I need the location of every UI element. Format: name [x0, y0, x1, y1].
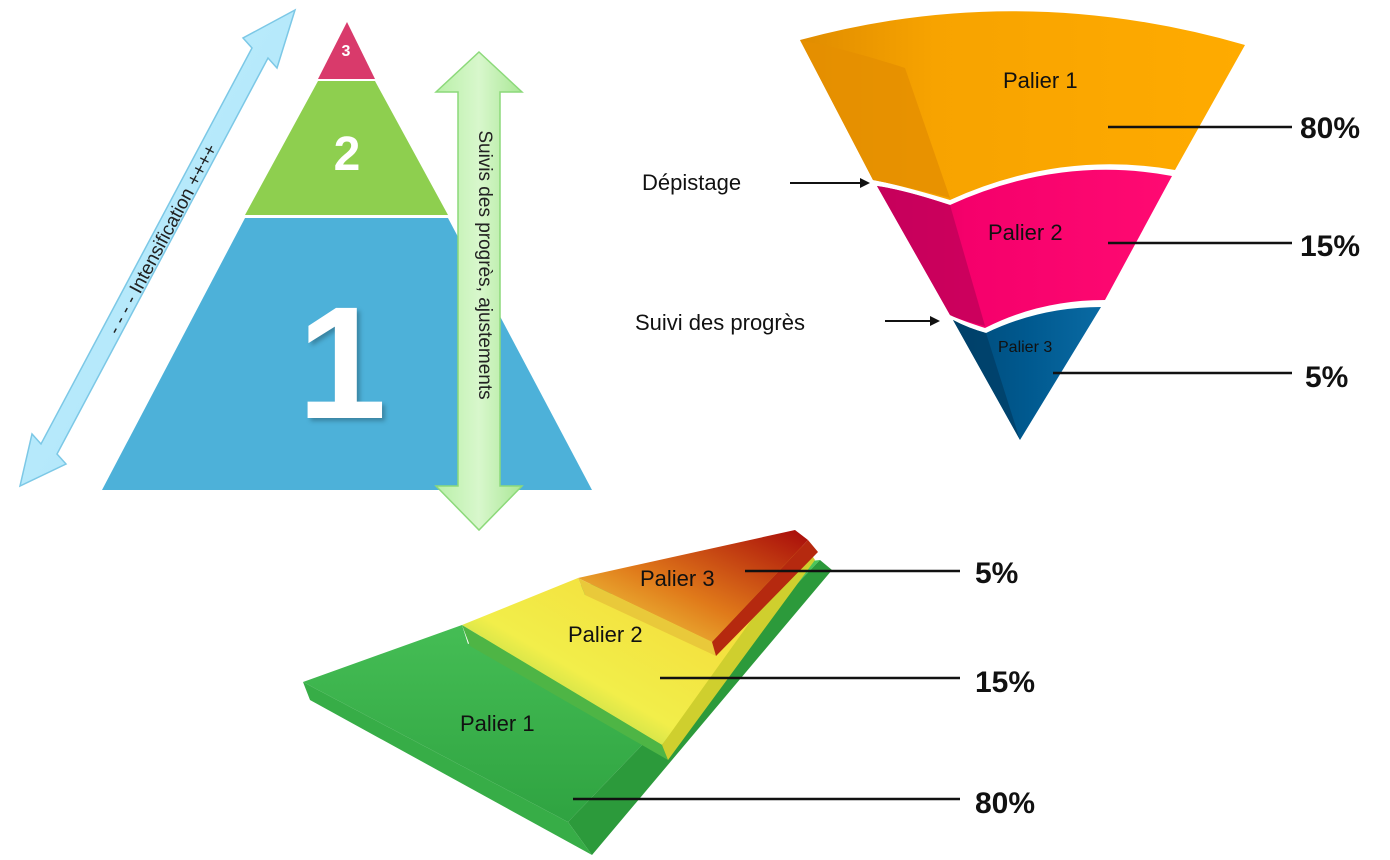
- funnel-tier-2-face: [877, 186, 985, 326]
- tier-funnel: [800, 11, 1245, 440]
- steps-tier-3-front: [578, 578, 716, 656]
- funnel-tier-2-percent: 15%: [1300, 230, 1360, 263]
- screening-label: Dépistage: [642, 170, 741, 195]
- funnel-tier-3-percent: 5%: [1305, 361, 1348, 394]
- steps-tier-1-front: [303, 682, 592, 855]
- funnel-tier-1-percent: 80%: [1300, 112, 1360, 145]
- steps-tier-2-percent: 15%: [975, 666, 1035, 699]
- funnel-tier-1-label: Palier 1: [1003, 68, 1078, 93]
- progress-monitoring-label: Suivis des progrès, ajustements: [474, 130, 495, 399]
- funnel-tier-1-face: [800, 40, 950, 198]
- tier-steps: [303, 530, 832, 855]
- pyramid-tier-2-label: 2: [334, 128, 361, 181]
- double-arrow-icon: [434, 50, 524, 532]
- funnel-tier-3: [953, 307, 1101, 440]
- funnel-tier-3-face: [953, 320, 1020, 440]
- steps-tier-3-percent: 5%: [975, 557, 1018, 590]
- steps-tier-3-side: [712, 540, 818, 656]
- steps-tier-1-percent: 80%: [975, 787, 1035, 820]
- steps-tier-3-top: [578, 530, 808, 642]
- funnel-tier-2-label: Palier 2: [988, 220, 1063, 245]
- progress-monitoring-arrow: Suivis des progrès, ajustements: [434, 50, 524, 532]
- pyramid-tier-1-label: 1: [298, 273, 387, 452]
- progress-monitoring-callout: Suivi des progrès: [635, 310, 805, 335]
- pyramid-tier-2: [245, 81, 448, 215]
- pyramid-tier-3-label: 3: [342, 43, 351, 60]
- funnel-tier-3-label: Palier 3: [998, 339, 1052, 356]
- steps-tier-2-side: [662, 545, 815, 760]
- steps-tier-2-front: [462, 625, 668, 760]
- steps-tier-1-label: Palier 1: [460, 711, 535, 736]
- steps-tier-2-label: Palier 2: [568, 622, 643, 647]
- double-arrow-icon: [18, 8, 297, 488]
- pyramid-tier-3: [318, 22, 375, 79]
- steps-tier-3-label: Palier 3: [640, 566, 715, 591]
